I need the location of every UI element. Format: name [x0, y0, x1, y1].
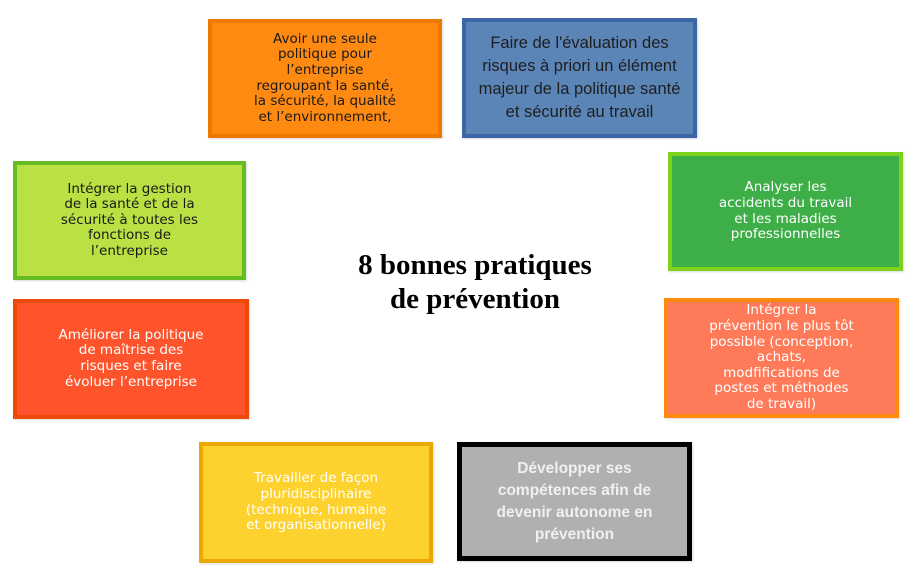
- practice-box-single-policy: Avoir une seule politique pour l’entrepr…: [208, 19, 442, 138]
- practice-box-integrate-management: Intégrer la gestion de la santé et de la…: [13, 161, 246, 280]
- practice-text: Intégrer la prévention le plus tôt possi…: [709, 302, 854, 412]
- practice-box-multidisciplinary: Travailler de façon pluridisciplinaire (…: [199, 442, 433, 563]
- practice-box-early-prevention: Intégrer la prévention le plus tôt possi…: [664, 298, 899, 418]
- diagram-title-line1: 8 bonnes pratiques: [358, 249, 592, 281]
- practice-box-risk-assessment: Faire de l'évaluation des risques à prio…: [462, 18, 697, 138]
- practice-text: Analyser les accidents du travail et les…: [718, 179, 853, 243]
- practice-box-analyze-accidents: Analyser les accidents du travail et les…: [668, 152, 903, 271]
- practice-box-develop-skills: Développer ses compétences afin de deven…: [457, 442, 692, 561]
- practice-box-risk-control: Améliorer la politique de maîtrise des r…: [13, 299, 249, 419]
- practice-text: Développer ses compétences afin de deven…: [496, 459, 653, 543]
- practice-text: Améliorer la politique de maîtrise des r…: [58, 326, 204, 390]
- practice-text: Avoir une seule politique pour l’entrepr…: [254, 30, 396, 125]
- diagram-title-line2: de prévention: [390, 283, 560, 315]
- practice-text: Faire de l'évaluation des risques à prio…: [478, 34, 681, 121]
- diagram-title: 8 bonnes pratiques de prévention: [300, 248, 650, 316]
- practice-text: Intégrer la gestion de la santé et de la…: [60, 180, 199, 259]
- practice-text: Travailler de façon pluridisciplinaire (…: [245, 470, 387, 534]
